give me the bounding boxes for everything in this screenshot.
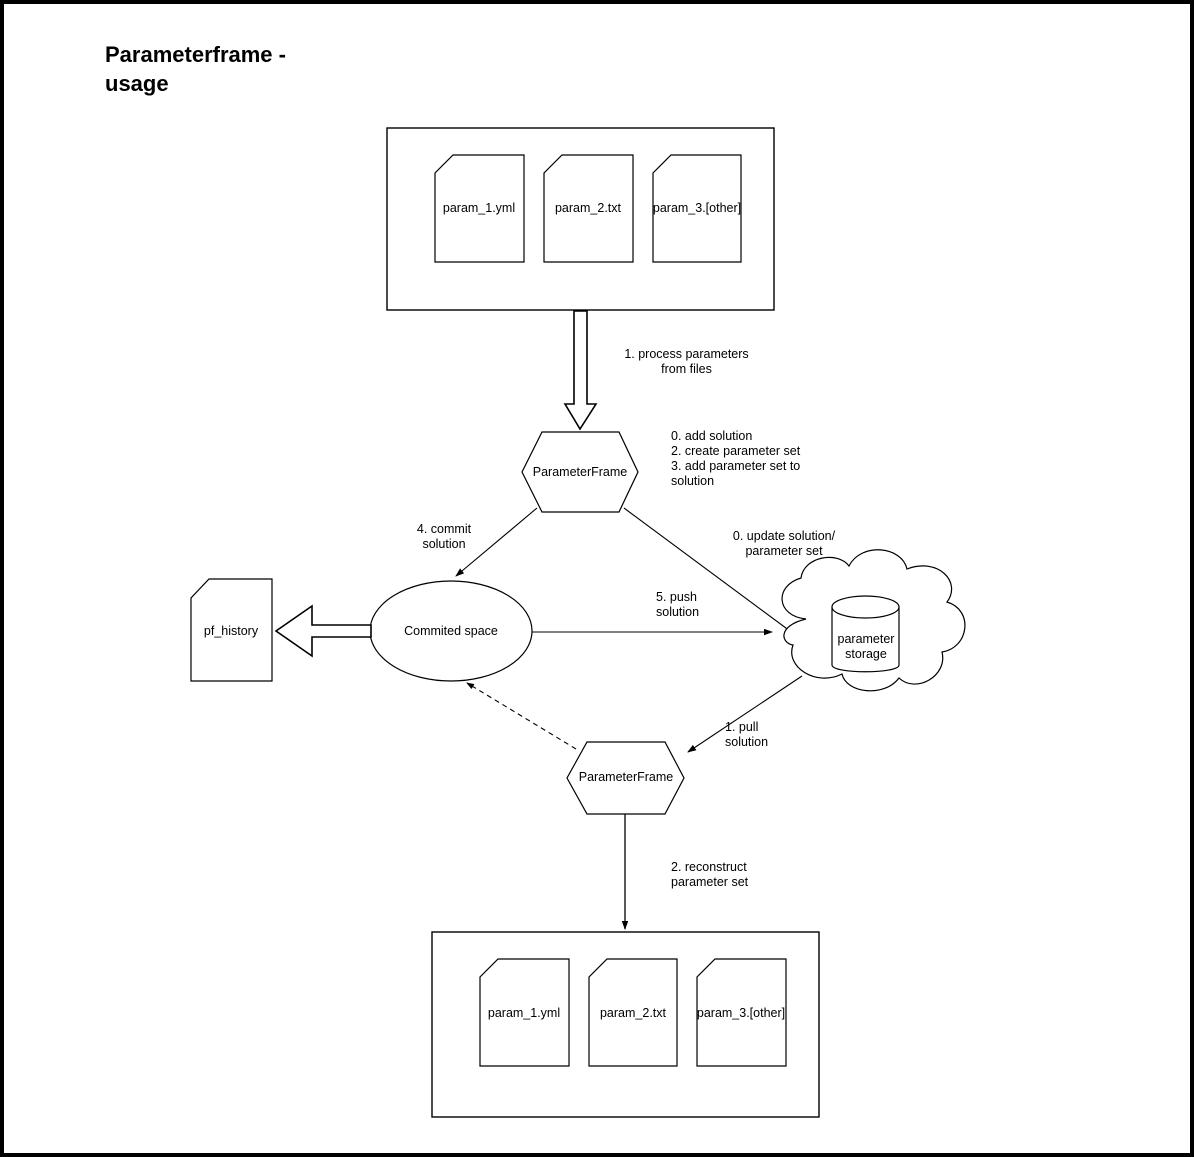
commited-space-shape	[369, 580, 533, 682]
input-file-shape-2	[543, 154, 634, 263]
input-file-shape-1	[434, 154, 525, 263]
input-file-label-1: param_1.yml	[442, 201, 516, 215]
update-solution-label: 0. update solution/ parameter set	[732, 529, 836, 558]
commit-solution-label: 4. commit solution	[416, 522, 472, 551]
process-parameters-label: 1. process parameters from files	[624, 347, 749, 376]
update-solution-arrow	[623, 507, 795, 635]
output-file-shape-1	[479, 958, 570, 1067]
parameterframe-bottom-shape	[566, 741, 685, 815]
output-file-shape-3	[696, 958, 787, 1067]
reconstruct-parameter-set-label: 2. reconstruct parameter set	[671, 860, 749, 889]
pull-solution-label: 1. pull solution	[725, 720, 769, 749]
commit-solution-arrow	[455, 507, 538, 577]
input-file-shape-3	[652, 154, 742, 263]
parameterframe-actions-label: 0. add solution 2. create parameter set …	[671, 429, 801, 488]
input-file-label-2: param_2.txt	[554, 201, 621, 215]
pull-solution-arrow	[687, 675, 803, 753]
input-file-label-3: param_3.[other]	[652, 201, 742, 215]
output-file-shape-2	[588, 958, 678, 1067]
history-write-block-arrow	[274, 604, 372, 658]
push-solution-label: 5. push solution	[656, 590, 700, 619]
process-parameters-block-arrow	[563, 310, 598, 431]
restore-commited-space-dashed-arrow	[466, 682, 577, 750]
diagram-svg	[190, 127, 966, 1118]
output-file-label-2: param_2.txt	[599, 1006, 666, 1020]
parameterframe-top-shape	[521, 431, 639, 513]
parameter-storage-cloud-shape	[781, 549, 966, 692]
page-title: Parameterframe - usage	[105, 42, 286, 96]
pf-history-shape	[190, 578, 273, 682]
output-file-label-1: param_1.yml	[487, 1006, 561, 1020]
output-file-label-3: param_3.[other]	[696, 1006, 786, 1020]
